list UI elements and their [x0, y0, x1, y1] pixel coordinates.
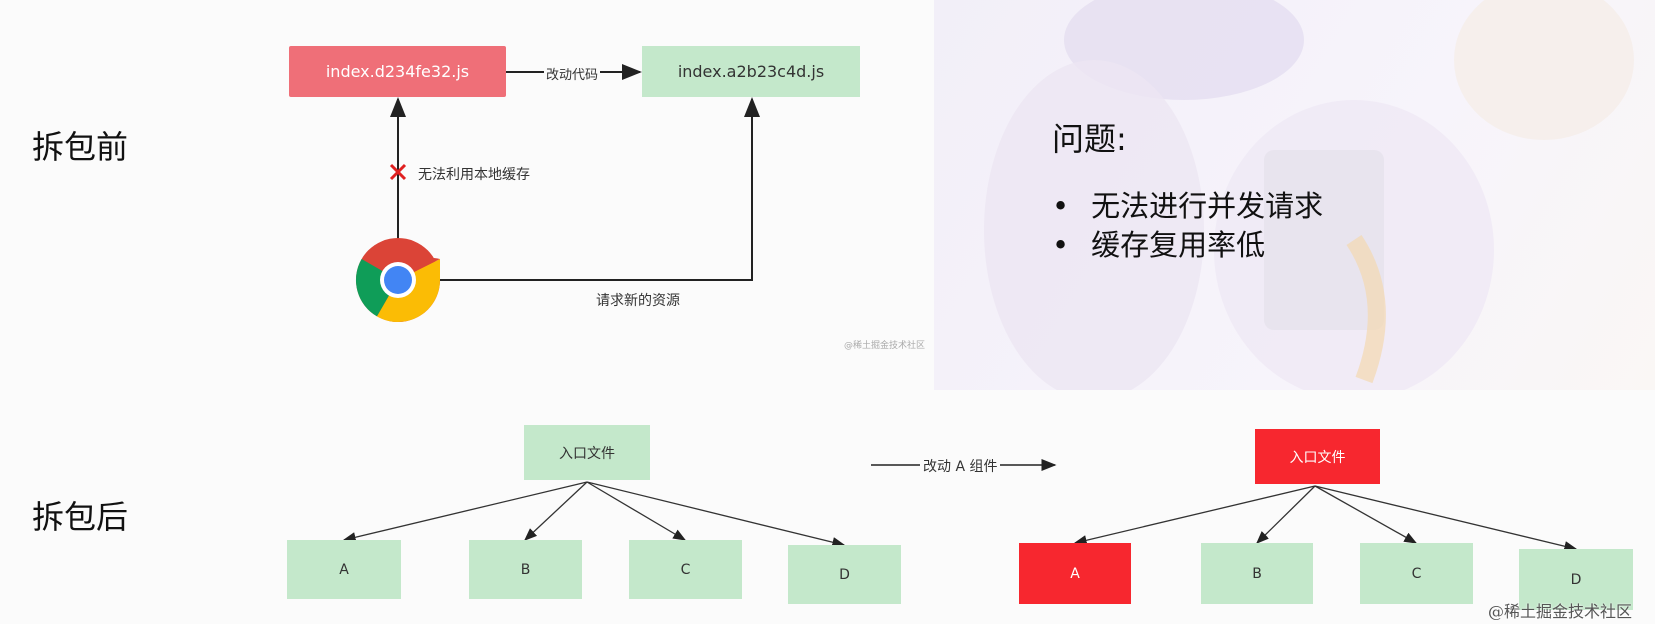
after-split-label: 拆包后: [32, 498, 129, 536]
problem-item: •无法进行并发请求: [1052, 189, 1324, 223]
edge-left-b: [524, 481, 588, 541]
change-a-label: 改动 A 组件: [920, 456, 1001, 476]
left-node-d: D: [788, 545, 901, 604]
right-node-d: D: [1519, 549, 1633, 610]
left-node-a: A: [287, 540, 401, 599]
bullet: •: [1052, 228, 1070, 262]
astronaut-illustration: [984, 0, 1634, 390]
edge-left-a: [342, 481, 588, 543]
right-node-c: C: [1360, 543, 1473, 604]
edge-left-c: [586, 481, 687, 541]
right-node-a: A: [1019, 543, 1131, 604]
before-split-label: 拆包前: [32, 128, 129, 166]
bullet: •: [1052, 189, 1070, 223]
right-entry-box: 入口文件: [1255, 429, 1380, 484]
footer-watermark: @稀土掘金技术社区: [1488, 602, 1633, 621]
edge-right-b: [1256, 485, 1316, 544]
diagram-watermark: @稀土掘金技术社区: [844, 341, 926, 351]
edge-left-d: [586, 481, 846, 548]
request-arrow: [440, 97, 760, 281]
left-entry-box: 入口文件: [524, 425, 650, 480]
right-node-b: B: [1201, 543, 1313, 604]
request-label: 请求新的资源: [596, 293, 680, 309]
change-code-label: 改动代码: [544, 64, 601, 83]
no-cache-label: 无法利用本地缓存: [418, 167, 530, 183]
left-node-b: B: [469, 540, 582, 599]
edge-right-a: [1073, 485, 1316, 546]
x-mark-icon: [389, 163, 407, 181]
background-illustration: [934, 0, 1655, 390]
old-bundle-box: index.d234fe32.js: [289, 46, 506, 97]
edge-right-d: [1314, 485, 1578, 552]
edge-right-c: [1314, 485, 1418, 544]
problems-title: 问题:: [1052, 120, 1127, 158]
left-node-c: C: [629, 540, 742, 599]
chrome-icon: [355, 238, 440, 323]
problem-item: •缓存复用率低: [1052, 228, 1266, 262]
new-bundle-box: index.a2b23c4d.js: [642, 46, 860, 97]
